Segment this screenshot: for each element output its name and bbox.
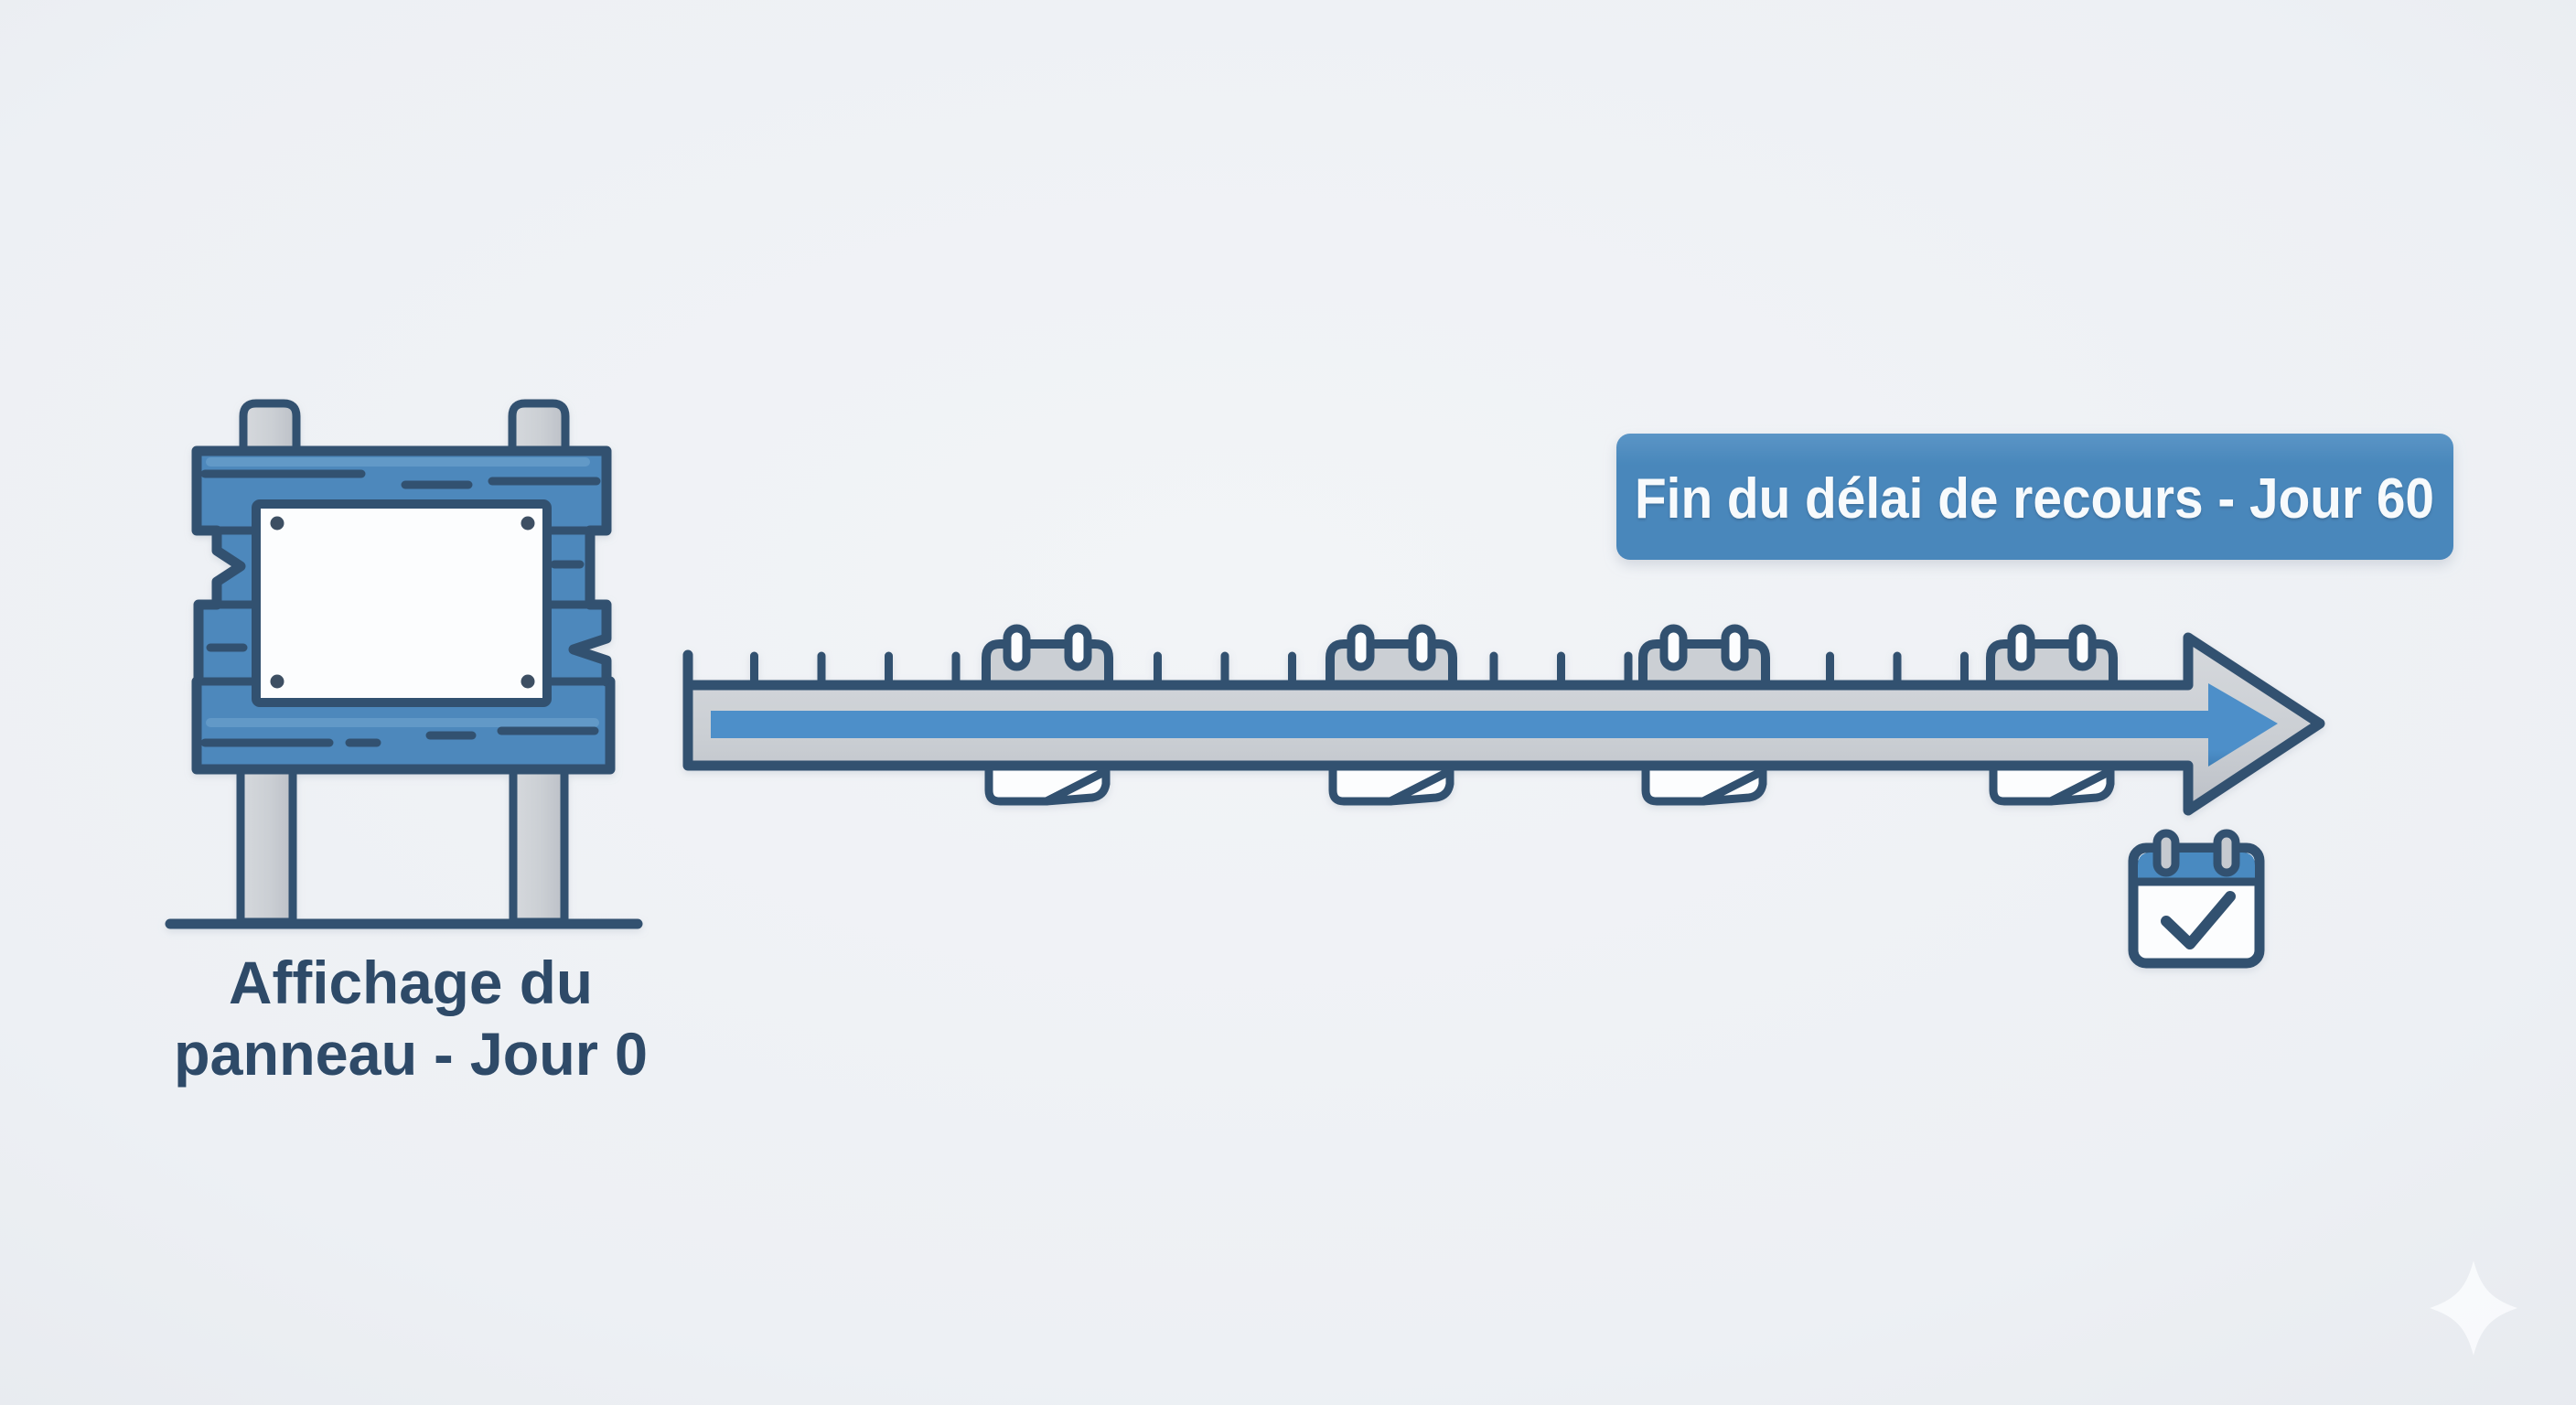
timeline-group <box>682 628 2325 816</box>
timeline-arrow-fill <box>711 683 2278 767</box>
sign-leg-left <box>236 760 297 927</box>
calendar-check-icon <box>2128 829 2265 969</box>
deadline-banner: Fin du délai de recours - Jour 60 <box>1616 434 2453 560</box>
calendar-check-ring-right <box>2213 829 2240 877</box>
panel-screws <box>270 516 535 689</box>
billboard-sign-icon <box>165 399 643 929</box>
sign-post-right <box>508 399 570 463</box>
sign-caption-line1: Affichage du <box>229 949 593 1016</box>
sign-post-left <box>239 399 301 463</box>
deadline-banner-box <box>1616 434 2453 560</box>
plank-highlights <box>206 457 599 727</box>
sign-leg-right <box>509 760 569 927</box>
sign-caption-line2: panneau - Jour 0 <box>174 1020 648 1088</box>
notice-panel <box>252 499 552 707</box>
sign-caption: Affichage du panneau - Jour 0 <box>174 949 648 1088</box>
calendar-check-ring-left <box>2152 829 2180 877</box>
check-mark-icon <box>2161 891 2236 949</box>
sparkle-icon <box>2430 1260 2517 1356</box>
wood-grain-dashes <box>200 469 601 747</box>
deadline-banner-label: Fin du délai de recours - Jour 60 <box>1635 467 2434 531</box>
